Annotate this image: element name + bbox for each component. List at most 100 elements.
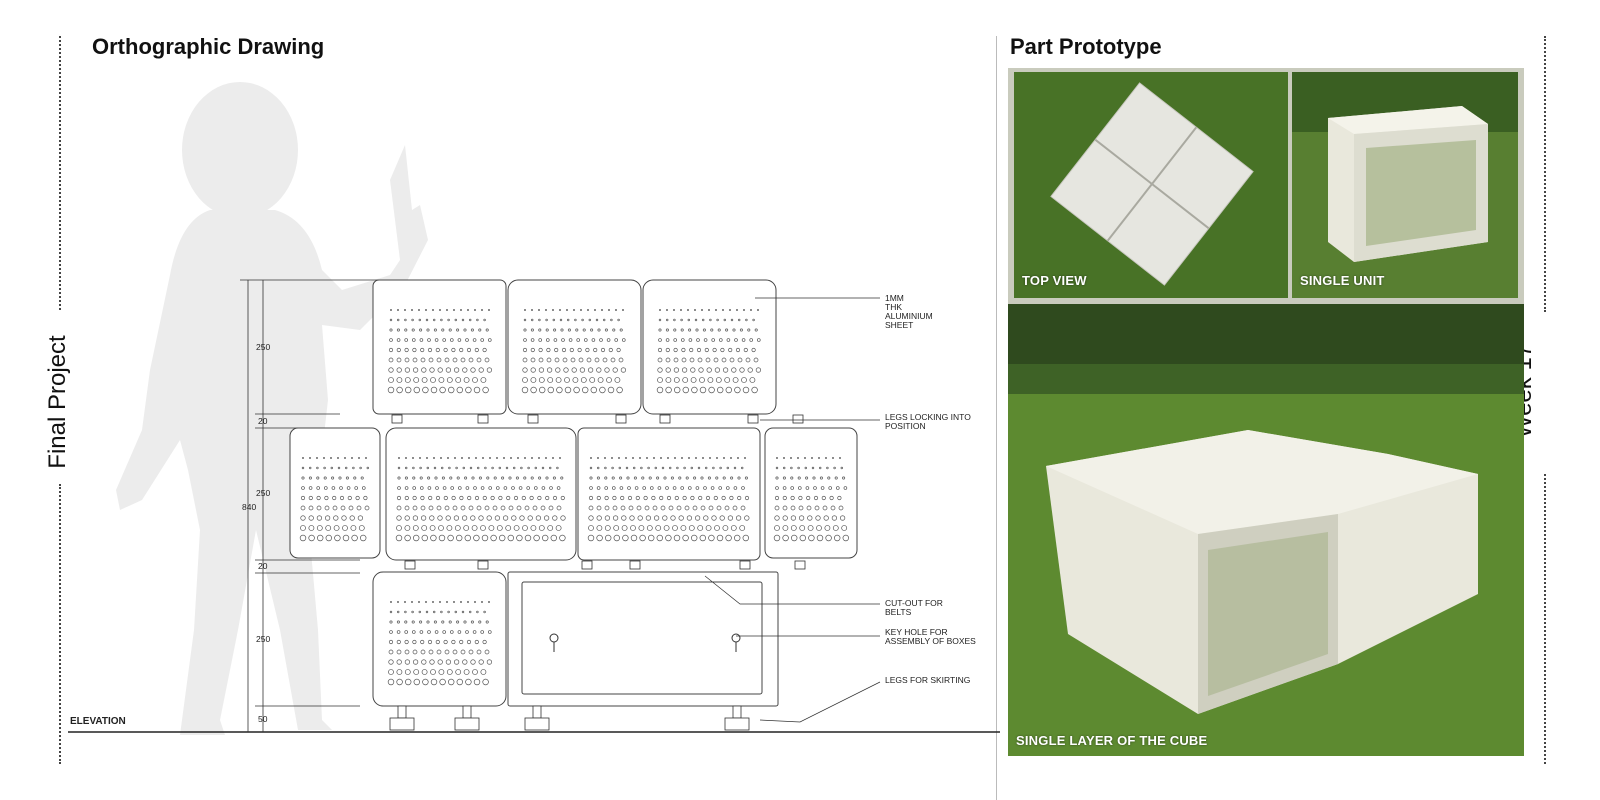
perforation-hole — [740, 466, 744, 470]
perforation-hole — [352, 466, 355, 470]
perforation-hole — [505, 525, 512, 531]
perforation-hole — [577, 347, 582, 353]
perforation-hole — [299, 534, 307, 542]
perforation-hole — [559, 534, 566, 542]
perforation-hole — [530, 367, 536, 373]
perforation-hole — [682, 534, 689, 542]
perforation-hole — [366, 466, 370, 470]
perforation-hole — [563, 367, 569, 373]
perforation-hole — [522, 347, 528, 353]
perforation-hole — [418, 318, 422, 322]
perforation-hole — [331, 476, 335, 480]
perforation-hole — [466, 639, 472, 645]
perforation-hole — [426, 620, 430, 624]
perforation-hole — [656, 476, 660, 480]
perforation-hole — [556, 386, 563, 394]
perforation-hole — [396, 515, 402, 521]
perforation-hole — [747, 367, 753, 373]
perforation-hole — [552, 457, 554, 459]
perforation-hole — [390, 601, 392, 603]
perforation-hole — [530, 328, 534, 332]
perforation-hole — [708, 505, 714, 511]
perforation-hole — [421, 534, 428, 542]
perforation-hole — [665, 367, 671, 373]
perforation-hole — [425, 610, 429, 614]
perforation-hole — [672, 525, 678, 531]
perforation-hole — [430, 669, 436, 675]
perforation-hole — [570, 357, 576, 363]
perforation-hole — [442, 338, 446, 342]
perforation-hole — [478, 328, 482, 332]
perforation-hole — [715, 377, 722, 383]
perforation-hole — [659, 495, 664, 501]
perforation-hole — [728, 347, 733, 353]
perforation-hole — [773, 534, 781, 542]
perforation-hole — [775, 476, 779, 480]
skirting-leg-post — [397, 705, 407, 719]
perforation-hole — [790, 457, 792, 459]
perforation-hole — [333, 525, 340, 531]
perforation-hole — [520, 466, 523, 470]
perforation-hole — [358, 457, 360, 459]
perforation-hole — [620, 505, 626, 511]
perforation-hole — [703, 515, 709, 521]
perforation-hole — [687, 309, 689, 311]
perforation-hole — [426, 457, 428, 459]
perforation-hole — [668, 505, 674, 511]
perforation-hole — [545, 457, 547, 459]
perforation-hole — [834, 534, 841, 542]
perforation-hole — [581, 318, 584, 322]
perforation-hole — [576, 338, 580, 342]
perforation-hole — [526, 486, 530, 490]
perforation-hole — [552, 495, 558, 501]
perforation-hole — [545, 328, 549, 332]
perforation-hole — [482, 495, 487, 501]
perforation-hole — [605, 534, 612, 542]
perforation-hole — [613, 534, 620, 542]
perforation-hole — [655, 525, 662, 531]
perforation-hole — [665, 377, 672, 383]
perforation-hole — [708, 309, 710, 311]
perforation-hole — [443, 495, 448, 501]
perforation-hole — [301, 466, 305, 470]
perforation-hole — [474, 601, 476, 603]
perforation-hole — [653, 457, 655, 459]
perforation-hole — [453, 659, 460, 665]
perforation-hole — [596, 476, 600, 480]
perforation-hole — [617, 318, 620, 322]
perforation-hole — [464, 534, 471, 542]
perforation-hole — [689, 357, 695, 363]
perforation-hole — [807, 525, 814, 531]
perforation-hole — [673, 367, 680, 373]
perforation-hole — [700, 505, 706, 511]
perforation-hole — [688, 338, 693, 342]
perforation-hole — [731, 367, 737, 373]
annotation-skirting: LEGS FOR SKIRTING — [885, 675, 970, 685]
perforation-hole — [585, 347, 590, 353]
perforation-hole — [440, 466, 444, 470]
perforation-hole — [440, 457, 442, 459]
perforation-hole — [694, 318, 698, 322]
perforation-hole — [588, 525, 594, 531]
perforation-hole — [302, 457, 304, 459]
perforation-hole — [443, 639, 448, 645]
photo-single-unit: SINGLE UNIT — [1292, 72, 1518, 298]
perforation-hole — [419, 620, 423, 624]
perforation-hole — [439, 601, 441, 603]
perforation-hole — [790, 505, 796, 511]
perforation-hole — [405, 457, 407, 459]
perforation-hole — [489, 457, 491, 459]
perforation-hole — [428, 357, 434, 363]
perforation-hole — [744, 457, 746, 459]
perforation-hole — [821, 495, 826, 501]
perforation-hole — [428, 495, 433, 501]
perforation-hole — [396, 610, 400, 614]
annotation-legs-lock-2: POSITION — [885, 421, 926, 431]
perforation-hole — [485, 328, 489, 332]
perforation-hole — [534, 466, 538, 470]
perforation-hole — [723, 318, 727, 322]
perforation-hole — [832, 457, 834, 459]
perforation-hole — [732, 377, 739, 383]
perforation-hole — [452, 649, 458, 655]
perforation-hole — [387, 678, 395, 686]
